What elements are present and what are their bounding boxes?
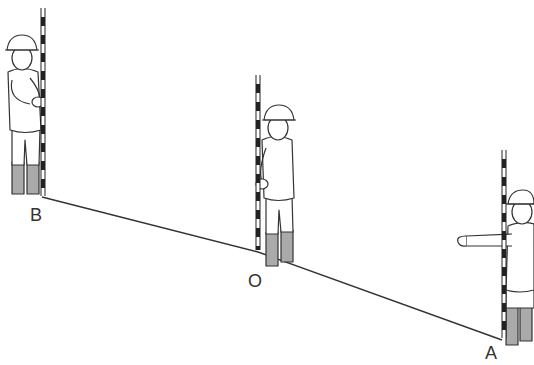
point-label: B bbox=[30, 206, 42, 224]
ranging-pole-b bbox=[43, 8, 44, 196]
surveyor-b bbox=[5, 35, 44, 194]
point-label: A bbox=[485, 344, 497, 362]
ranging-pole-a bbox=[504, 150, 505, 338]
surveyor-o bbox=[256, 105, 296, 266]
point-label: O bbox=[248, 272, 262, 290]
surveyor-a bbox=[458, 190, 534, 345]
ranging-pole-o bbox=[258, 75, 259, 250]
ground-line bbox=[42, 197, 502, 340]
